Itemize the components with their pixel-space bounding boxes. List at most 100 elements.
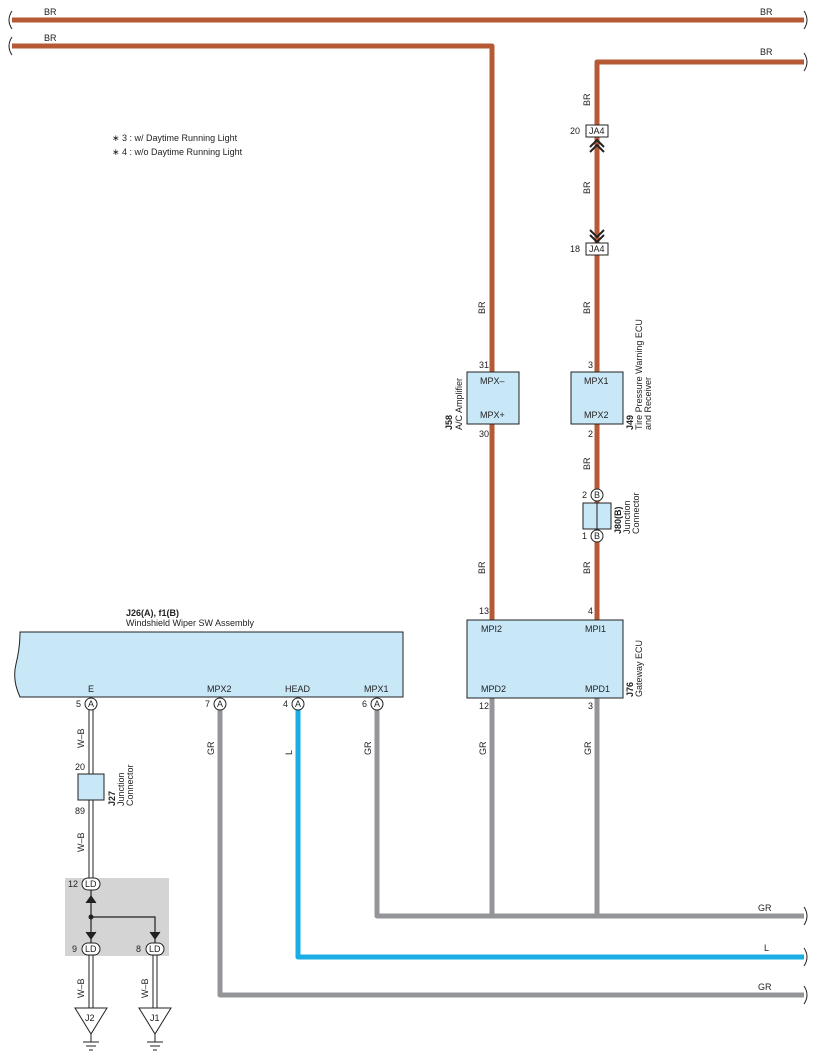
pin-number: 3 — [588, 360, 593, 370]
wire-br-top-bus: BR BR — [8, 7, 808, 30]
wire-label: BR — [582, 561, 592, 574]
pin-number: 6 — [362, 699, 367, 709]
wire-wb: W–B W–B — [76, 710, 94, 878]
chevron-down-icon — [589, 229, 605, 244]
j80-junction-connector: B B 2 1 J80(B) Junction Connector — [582, 488, 641, 543]
ja4-label: JA4 — [589, 244, 605, 254]
pin-label-mpi1: MPI1 — [585, 624, 606, 634]
ld-splice-area: LD 12 LD 9 LD 8 — [65, 877, 169, 956]
component-name: Windshield Wiper SW Assembly — [126, 618, 255, 628]
wire-label: GR — [478, 741, 488, 755]
pin-number: 18 — [570, 244, 580, 254]
ground-j1: W–B J1 — [138, 955, 172, 1051]
connector-letter: A — [374, 699, 380, 709]
pin-label-head: HEAD — [285, 684, 311, 694]
pin-number: 30 — [479, 429, 489, 439]
component-name: A/C Amplifier — [454, 378, 464, 430]
chevron-down-icon — [149, 931, 161, 940]
pin-number: 1 — [582, 531, 587, 541]
component-code: J76 — [625, 682, 635, 697]
pin-number: 3 — [588, 701, 593, 711]
ld-label: LD — [85, 944, 97, 954]
wire-label: BR — [582, 457, 592, 470]
j76-gateway-ecu: MPI2 MPI1 MPD2 MPD1 13 4 12 3 J76 Gatewa… — [466, 606, 644, 711]
wire-gr-mpd2 — [489, 698, 804, 919]
chevron-up-icon — [589, 138, 605, 153]
component-code: J58 — [444, 415, 454, 430]
wire-label: BR — [44, 7, 57, 17]
wire-label: BR — [582, 301, 592, 314]
wire-label: BR — [477, 301, 487, 314]
wire-label: GR — [758, 903, 772, 913]
pin-number: 9 — [72, 944, 77, 954]
component-code: J80(B) — [613, 506, 623, 534]
pin-number: 4 — [588, 606, 593, 616]
component-name-2: Connector — [631, 492, 641, 534]
wire-label: GR — [758, 982, 772, 992]
connector-letter: A — [217, 699, 223, 709]
ja4-connector-bottom: JA4 18 — [570, 229, 609, 256]
pin-label-mpi2: MPI2 — [481, 624, 502, 634]
wire-label: BR — [477, 561, 487, 574]
pin-label-mpd1: MPD1 — [585, 684, 610, 694]
wire-br-bus-3: BR — [594, 47, 808, 620]
j49-tire-pressure-ecu: MPX1 MPX2 3 2 J49 Tire Pressure Warning … — [570, 319, 653, 439]
component-code: J49 — [625, 415, 635, 430]
wire-label: W–B — [76, 978, 86, 998]
pin-number: 20 — [570, 126, 580, 136]
wire-label: BR — [582, 181, 592, 194]
pin-label-mpx2: MPX2 — [584, 410, 609, 420]
wire-label: W–B — [76, 728, 86, 748]
pin-number: 7 — [205, 699, 210, 709]
j58-ac-amplifier: MPX– MPX+ 31 30 J58 A/C Amplifier — [444, 360, 520, 439]
wire-gr-mpx1 — [374, 710, 492, 919]
chevron-down-icon — [85, 931, 97, 940]
pin-number: 89 — [75, 806, 85, 816]
component-name-2: and Receiver — [643, 377, 653, 430]
pin-label-mpx2: MPX2 — [207, 684, 232, 694]
pin-number: 2 — [582, 490, 587, 500]
pin-number: 5 — [76, 699, 81, 709]
pin-number: 13 — [479, 606, 489, 616]
note-daytime-running-light: ∗ 3 : w/ Daytime Running Light — [112, 133, 238, 143]
wire-label: BR — [760, 7, 773, 17]
ground-j2: W–B J2 — [74, 955, 108, 1051]
chevron-up-icon — [85, 895, 97, 904]
pin-number: 12 — [479, 701, 489, 711]
ld-label: LD — [149, 944, 161, 954]
wire-br-bus-2: BR — [8, 33, 495, 620]
wire-gr-mpd1: GR — [594, 698, 808, 926]
component-code: J26(A), f1(B) — [126, 608, 179, 618]
pin-label-e: E — [88, 684, 94, 694]
j26-wiper-switch-assembly: J26(A), f1(B) Windshield Wiper SW Assemb… — [14, 608, 404, 711]
wire-gr-mpx2: GR — [217, 710, 808, 1005]
wire-label: GR — [206, 741, 216, 755]
ja4-label: JA4 — [589, 126, 605, 136]
pin-label-mpd2: MPD2 — [481, 684, 506, 694]
pin-label-mpx1: MPX1 — [364, 684, 389, 694]
pin-label-mpx-minus: MPX– — [480, 376, 505, 386]
ground-label: J2 — [85, 1013, 95, 1023]
pin-label-mpx-plus: MPX+ — [480, 410, 505, 420]
wire-label: L — [284, 750, 294, 755]
wire-l-head: L — [295, 710, 808, 967]
component-name-2: Connector — [125, 764, 135, 806]
wire-label: L — [764, 943, 769, 953]
wire-label: BR — [582, 93, 592, 106]
component-name: Junction — [116, 772, 126, 806]
j27-junction-connector: 20 89 J27 Junction Connector — [75, 762, 135, 816]
component-name: Tire Pressure Warning ECU — [634, 319, 644, 430]
wire-label: BR — [760, 47, 773, 57]
connector-letter: A — [88, 699, 94, 709]
pin-label-mpx1: MPX1 — [584, 376, 609, 386]
connector-letter: A — [295, 699, 301, 709]
pin-number: 20 — [75, 762, 85, 772]
component-name: Gateway ECU — [634, 640, 644, 697]
pin-number: 2 — [588, 429, 593, 439]
wire-label: W–B — [76, 832, 86, 852]
ja4-connector-top: JA4 20 — [570, 124, 609, 153]
pin-number: 4 — [283, 699, 288, 709]
pin-number: 12 — [68, 879, 78, 889]
wire-label: BR — [44, 33, 57, 43]
